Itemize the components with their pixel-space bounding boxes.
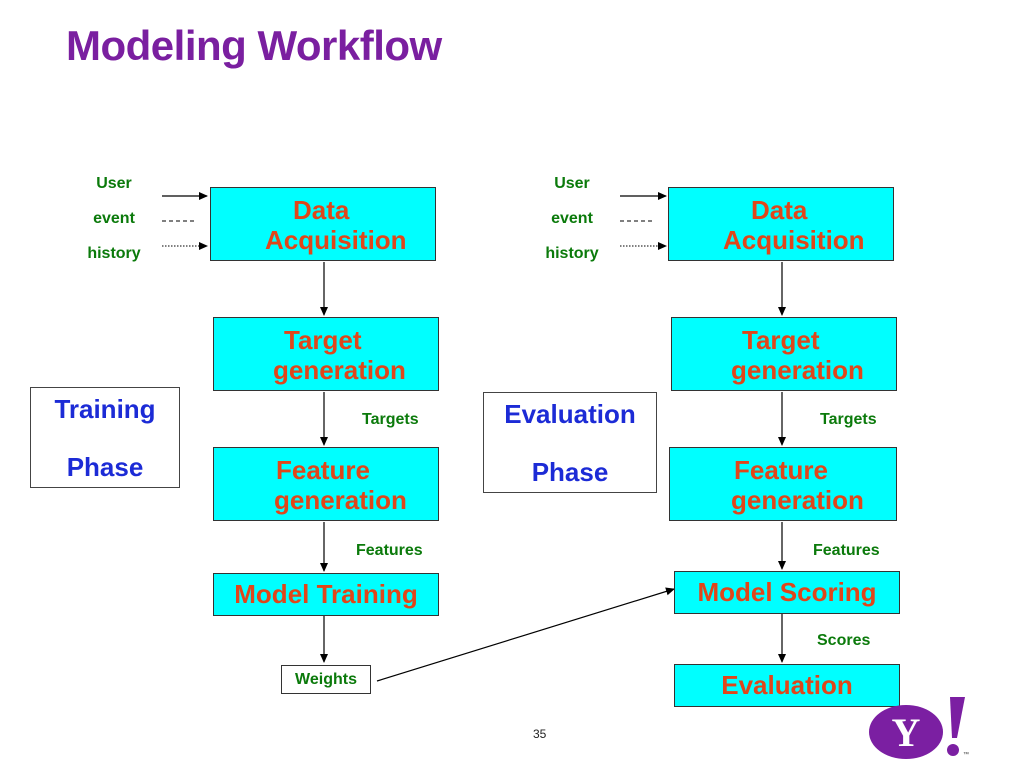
right-data-acquisition-box: Data Acquisition	[668, 187, 894, 261]
slide-title: Modeling Workflow	[66, 22, 442, 69]
box-label: Model Scoring	[697, 577, 877, 607]
box-label: Model Training	[234, 579, 418, 609]
left-target-generation-box: Target generation	[213, 317, 439, 391]
left-data-acquisition-box: Data Acquisition	[210, 187, 436, 261]
weights-box: Weights	[281, 665, 371, 694]
right-input-history: history	[545, 245, 599, 262]
left-input-event: event	[93, 210, 135, 227]
phase-line-1: Training	[54, 394, 156, 424]
box-line-1: Data	[293, 195, 350, 225]
evaluation-phase-box: Evaluation Phase	[483, 392, 657, 493]
right-evaluation-box: Evaluation	[674, 664, 900, 707]
right-model-scoring-box: Model Scoring	[674, 571, 900, 614]
box-line-2: generation	[731, 355, 864, 385]
box-line-1: Target	[742, 325, 820, 355]
training-phase-box: Training Phase	[30, 387, 180, 488]
right-feature-generation-box: Feature generation	[669, 447, 897, 521]
right-target-generation-box: Target generation	[671, 317, 897, 391]
yahoo-logo: Y ™	[866, 694, 976, 760]
right-targets-label: Targets	[820, 411, 877, 428]
right-input-user: User	[554, 175, 590, 192]
page-number: 35	[533, 727, 547, 741]
left-features-label: Features	[356, 542, 423, 559]
left-model-training-box: Model Training	[213, 573, 439, 616]
left-feature-generation-box: Feature generation	[213, 447, 439, 521]
right-features-label: Features	[813, 542, 880, 559]
left-input-user: User	[96, 175, 132, 192]
box-line-1: Feature	[734, 455, 828, 485]
box-line-1: Target	[284, 325, 362, 355]
box-line-2: generation	[273, 355, 406, 385]
box-label: Evaluation	[721, 670, 853, 700]
box-line-2: Acquisition	[265, 225, 407, 255]
left-input-history: history	[87, 245, 141, 262]
right-scores-label: Scores	[817, 632, 871, 649]
box-line-2: Acquisition	[723, 225, 865, 255]
box-line-1: Feature	[276, 455, 370, 485]
left-targets-label: Targets	[362, 411, 419, 428]
weights-to-scoring-arrow	[376, 587, 675, 682]
phase-line-2: Phase	[66, 452, 144, 482]
phase-line-2: Phase	[531, 457, 609, 487]
svg-text:™: ™	[963, 751, 969, 758]
box-line-1: Data	[751, 195, 808, 225]
box-line-2: generation	[274, 485, 407, 515]
svg-text:Y: Y	[892, 710, 921, 755]
right-input-event: event	[551, 210, 593, 227]
phase-line-1: Evaluation	[504, 399, 636, 429]
box-line-2: generation	[731, 485, 864, 515]
